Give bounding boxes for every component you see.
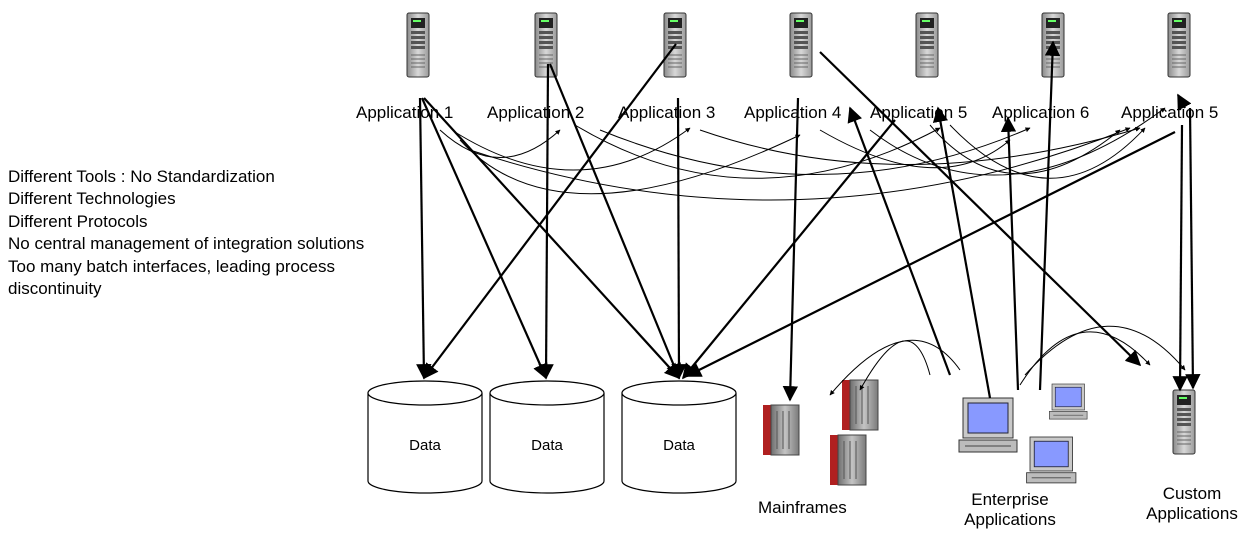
issue-item: Different Technologies: [8, 189, 176, 209]
application-label: Application 5: [870, 103, 967, 122]
data-label: Data: [409, 437, 441, 454]
issue-item: No central management of integration sol…: [8, 234, 365, 254]
application-label: Application 5: [1121, 103, 1218, 122]
issue-item: Too many batch interfaces, leading proce…: [8, 256, 335, 299]
application-label: Application 4: [744, 103, 841, 122]
data-label: Data: [663, 437, 695, 454]
application-servers: [406, 12, 1191, 78]
desktops-icon: [958, 383, 1088, 484]
server-icon: [915, 12, 939, 78]
custom-label: Custom Applications: [1146, 484, 1238, 523]
server-icon: [789, 12, 813, 78]
issues-list: Different Tools : No Standardization Dif…: [8, 166, 368, 300]
mainframes-label: Mainframes: [758, 498, 847, 517]
data-label: Data: [531, 437, 563, 454]
application-label: Application 1: [356, 103, 453, 122]
database-icon: [489, 380, 605, 494]
issue-item: Different Protocols: [8, 211, 148, 231]
point-to-point-links: [416, 40, 1201, 402]
application-labels: Application 1 Application 2 Application …: [356, 103, 1218, 122]
application-label: Application 2: [487, 103, 584, 122]
application-label: Application 6: [992, 103, 1089, 122]
server-icon: [534, 12, 558, 78]
data-labels: Data Data Data: [409, 437, 695, 454]
database-icon: [367, 380, 483, 494]
system-labels: Mainframes: [758, 498, 847, 517]
server-icon: [406, 12, 430, 78]
curved-links: [439, 107, 1186, 396]
database-icon: [621, 380, 737, 494]
enterprise-label: Enterprise Applications: [964, 490, 1056, 529]
mainframes-icon: [762, 379, 879, 486]
custom-server-icon: [1172, 389, 1196, 455]
server-icon: [1167, 12, 1191, 78]
application-label: Application 3: [618, 103, 715, 122]
data-stores: [367, 380, 737, 494]
issue-item: Different Tools : No Standardization: [8, 167, 275, 186]
